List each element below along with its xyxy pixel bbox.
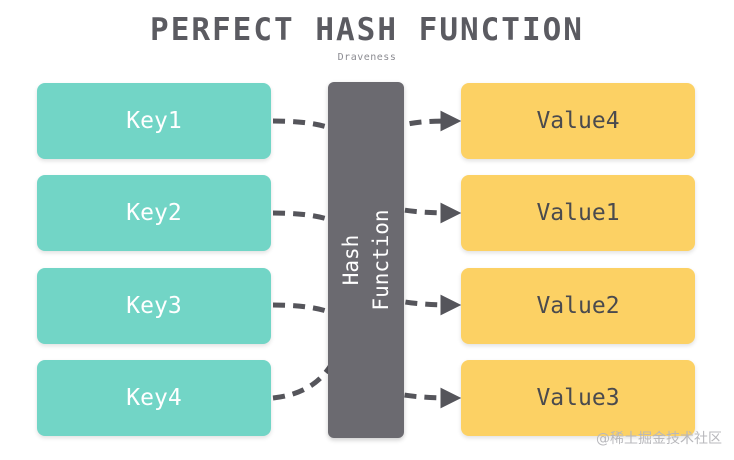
- value-box-2: Value1: [461, 175, 695, 251]
- arrow-key1-to-value1: [272, 118, 462, 224]
- value-box-1: Value4: [461, 83, 695, 159]
- value-box-3: Value2: [461, 268, 695, 344]
- diagram-subtitle: Draveness: [337, 52, 397, 63]
- arrow-key2-to-value2: [272, 210, 462, 316]
- hash-function-label: Hash Function: [336, 209, 396, 310]
- diagram-title: PERFECT HASH FUNCTION: [150, 12, 584, 48]
- hash-function-line1: Hash: [339, 234, 363, 286]
- watermark: @稀土掘金技术社区: [596, 431, 722, 447]
- key-box-1: Key1: [37, 83, 271, 159]
- key-box-4: Key4: [37, 360, 271, 436]
- arrow-key3-to-value3: [272, 302, 462, 409]
- key-box-2: Key2: [37, 175, 271, 251]
- value-box-4: Value3: [461, 360, 695, 436]
- hash-function-bar: [328, 82, 404, 438]
- key-box-3: Key3: [37, 268, 271, 344]
- hash-function-line2: Function: [369, 209, 393, 311]
